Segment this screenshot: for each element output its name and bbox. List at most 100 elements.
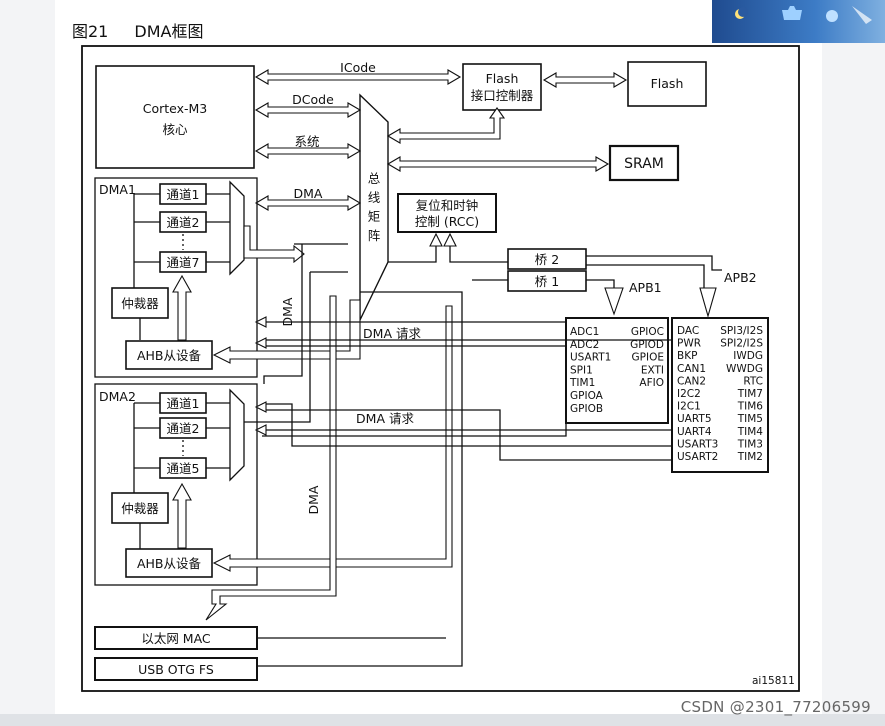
system-bus-label: 系统 xyxy=(294,134,319,149)
device-label: AFIO xyxy=(639,377,664,389)
figure-number: 图21 xyxy=(72,22,109,41)
flash-controller-label-2: 接口控制器 xyxy=(471,88,534,103)
bridge1-block xyxy=(507,270,587,292)
dma-vertical-label-2: DMA xyxy=(306,485,321,514)
rcc-arrowhead-left xyxy=(429,232,443,247)
rcc-arrowhead-right xyxy=(443,232,457,247)
page-bottom-bar xyxy=(0,714,885,726)
device-label: SPI2/I2S xyxy=(720,338,763,350)
device-label: GPIOA xyxy=(570,390,604,402)
dma2-request-lines-lower xyxy=(262,403,672,461)
apb2-arrowhead xyxy=(699,287,717,319)
dma1-request-lines xyxy=(262,339,672,347)
apb1-device-list-right: SPI3/I2SSPI2/I2SIWDGWWDGRTCTIM7TIM6TIM5T… xyxy=(720,325,763,463)
device-label: TIM3 xyxy=(737,438,763,450)
dma2-arbiter-label: 仲裁器 xyxy=(121,501,159,516)
icode-bus-arrow xyxy=(254,69,462,85)
apb2-label: APB2 xyxy=(724,270,757,285)
device-label: IWDG xyxy=(733,350,763,362)
flash-block xyxy=(627,61,707,107)
device-label: BKP xyxy=(677,350,697,362)
flash-controller-label-1: Flash xyxy=(486,71,519,86)
device-label: GPIOE xyxy=(632,352,664,364)
device-label: DAC xyxy=(677,325,699,337)
icode-label: ICode xyxy=(340,60,376,75)
figure-reference: ai15811 xyxy=(752,675,795,687)
rcc-block xyxy=(397,193,497,233)
dma2-channel5-label: 通道5 xyxy=(167,461,200,476)
dcode-bus-arrow xyxy=(254,102,362,118)
dma1-channel7-label: 通道7 xyxy=(167,255,200,270)
dma2-arbiter-links xyxy=(133,402,160,493)
apb1-label: APB1 xyxy=(629,280,662,295)
apb1-devices-block xyxy=(671,317,769,473)
bus-matrix-char-1: 总 xyxy=(368,171,381,186)
device-label: USART3 xyxy=(677,438,718,450)
device-label: EXTI xyxy=(641,364,664,376)
device-label: SPI1 xyxy=(570,364,593,376)
apb2-line xyxy=(586,264,705,290)
dma1-arbiter xyxy=(111,287,169,319)
dma1-arbiter-links xyxy=(133,193,160,288)
bus-matrix-block xyxy=(359,93,389,321)
device-label: PWR xyxy=(677,338,701,350)
device-label: TIM2 xyxy=(737,451,763,463)
bridge2-block xyxy=(507,248,587,270)
ethernet-dma-arrow xyxy=(205,295,337,621)
bus-arrows xyxy=(254,69,628,211)
dma1-ahb-slave-label: AHB从设备 xyxy=(137,348,202,363)
bridge2-label: 桥 2 xyxy=(535,252,559,267)
sram-block xyxy=(608,144,680,182)
bus-matrix-char-2: 线 xyxy=(368,190,381,205)
dma1-mux-out-arrow xyxy=(243,225,305,264)
diagram-frame xyxy=(81,45,800,692)
matrix-bridge-bus-line xyxy=(258,291,463,667)
figure-title: DMA框图 xyxy=(134,22,204,41)
dma2-channel2-label: 通道2 xyxy=(167,421,200,436)
dma-request-label-2: DMA 请求 xyxy=(356,411,414,426)
dma2-block xyxy=(94,383,258,586)
dma1-arbiter-label: 仲裁器 xyxy=(121,296,159,311)
dma2-mux xyxy=(229,388,245,482)
device-label: GPIOD xyxy=(630,339,664,351)
dma1-request-arrow-1 xyxy=(254,316,267,328)
device-label: ADC1 xyxy=(570,326,599,338)
rcc-bridge-line xyxy=(449,246,508,263)
dma1-channel-links xyxy=(206,193,230,263)
usb-otg-block xyxy=(94,657,258,681)
flash-link-arrow xyxy=(542,72,628,88)
dma-vertical-path-1 xyxy=(263,243,348,384)
apb1-device-list-left: DACPWRBKPCAN1CAN2I2C2I2C1UART5UART4USART… xyxy=(677,325,718,463)
apb2-devices-block xyxy=(565,317,669,424)
dma1-title: DMA1 xyxy=(99,182,136,197)
dma1-ahb-up-arrow xyxy=(172,274,192,341)
apb2-line-top xyxy=(586,255,722,271)
dma-vertical-label-1: DMA xyxy=(280,297,295,326)
apb1-line xyxy=(586,279,615,288)
dma2-ahb-slave-label: AHB从设备 xyxy=(137,556,202,571)
device-label: I2C1 xyxy=(677,401,701,413)
bus-matrix-char-4: 阵 xyxy=(368,228,381,243)
dma1-block xyxy=(94,177,258,378)
matrix-to-flash-ctrl-arrow xyxy=(386,107,506,144)
dma2-request-arrow-1 xyxy=(254,424,267,436)
ethernet-mac-label: 以太网 MAC xyxy=(141,631,211,646)
device-label: WWDG xyxy=(726,363,763,375)
device-label: USART1 xyxy=(570,352,611,364)
device-label: TIM4 xyxy=(737,426,764,438)
rcc-label-2: 控制 (RCC) xyxy=(415,214,479,229)
device-label: CAN2 xyxy=(677,375,706,387)
device-label: ADC2 xyxy=(570,339,599,351)
dcode-label: DCode xyxy=(292,92,334,107)
figure-caption: 图21 DMA框图 xyxy=(72,18,203,42)
flash-controller-block xyxy=(462,63,542,111)
dma-request-label-1: DMA 请求 xyxy=(363,326,421,341)
dma1-ahb-slave xyxy=(125,340,213,370)
device-label: USART2 xyxy=(677,451,718,463)
dma2-ahb-feed-arrow xyxy=(212,305,453,572)
system-bus-arrow xyxy=(254,143,362,159)
sram-label: SRAM xyxy=(624,156,664,172)
device-label: TIM7 xyxy=(737,388,763,400)
